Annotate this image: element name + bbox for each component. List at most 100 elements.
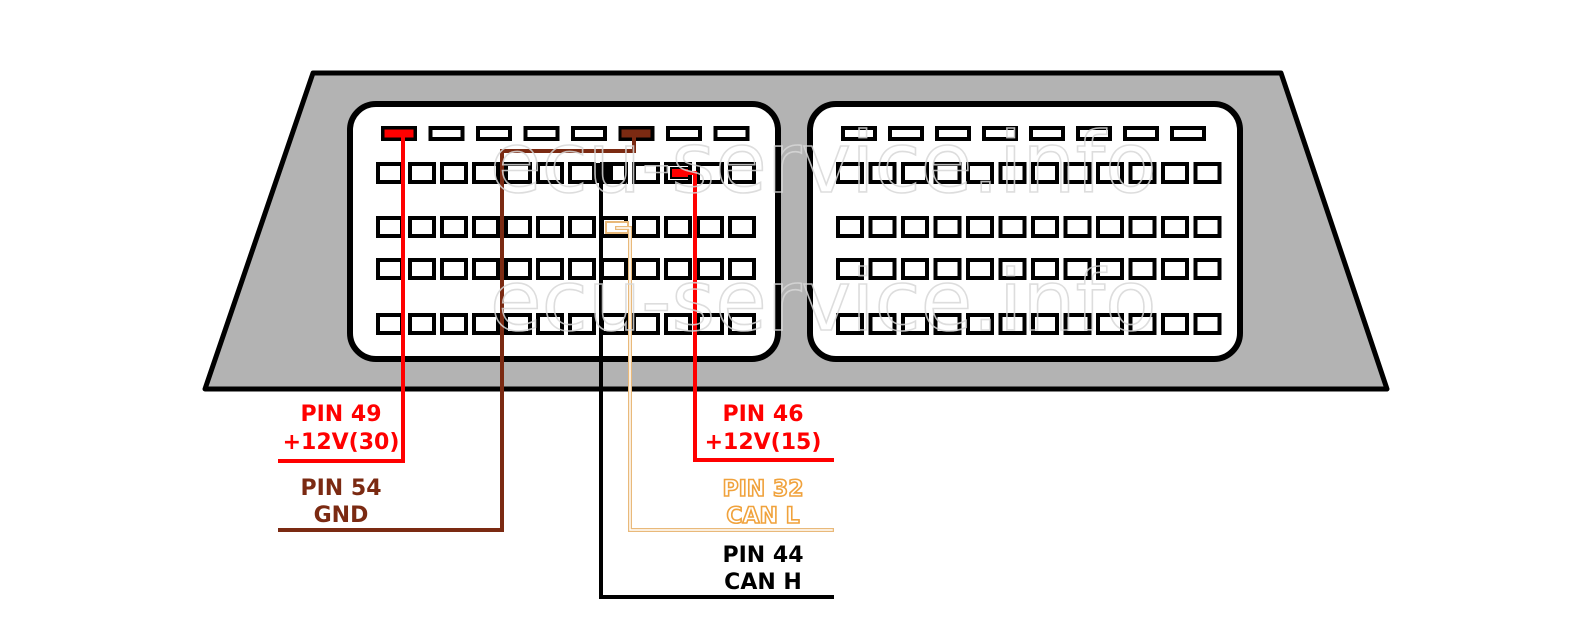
pin-cavity — [472, 313, 500, 335]
pin-54-function: GND — [314, 503, 369, 528]
pin-49-marker — [381, 126, 417, 141]
pin-cavity — [1096, 258, 1124, 280]
watermark-top: ecu-service.info — [490, 114, 1157, 212]
pin-cavity — [536, 162, 564, 184]
pin-cavity — [408, 313, 436, 335]
pin-cavity — [376, 162, 404, 184]
pin-cavity — [966, 313, 994, 335]
pin-cavity-small — [428, 126, 465, 141]
pin-cavity — [1128, 162, 1157, 184]
pin-cavity — [901, 162, 929, 184]
pin-cavity — [664, 258, 692, 280]
pin-cavity-small — [982, 126, 1018, 141]
pin-cavity — [836, 162, 864, 184]
pin-cavity — [696, 258, 724, 280]
pin-cavity-small — [476, 126, 512, 141]
pin-cavity — [1193, 313, 1222, 335]
pin-cavity — [632, 162, 660, 184]
pin-cavity-small — [1123, 126, 1159, 141]
pin-cavity — [1161, 313, 1189, 335]
pin-cavity — [1096, 216, 1124, 238]
wire-pin-32-inner — [616, 227, 833, 531]
pin-cavity — [1193, 162, 1222, 184]
pin-cavity-small — [1076, 126, 1112, 141]
pin-cavity — [933, 216, 962, 238]
pin-cavity — [998, 313, 1027, 335]
pin-cavity — [408, 258, 436, 280]
pin-54-label: PIN 54 — [301, 476, 382, 501]
pin-cavity — [728, 216, 756, 238]
pin-cavity — [868, 216, 897, 238]
pin-cavity-small — [571, 126, 607, 141]
pin-cavity — [728, 162, 756, 184]
wire-pin-44 — [599, 170, 834, 599]
pin-cavity — [1031, 216, 1059, 238]
pin-cavity — [1128, 313, 1157, 335]
pin-cavity — [440, 313, 468, 335]
pin-cavity — [664, 216, 692, 238]
pin-cavity — [901, 216, 929, 238]
pin-44-label: PIN 44 — [723, 543, 804, 568]
watermark-bottom: ecu-service.info — [490, 252, 1157, 350]
pin-cavity — [376, 216, 404, 238]
pin-cavity — [836, 216, 864, 238]
pin-cavity — [1161, 258, 1189, 280]
pin-49-function: +12V(30) — [283, 430, 400, 455]
pin-cavity — [868, 258, 897, 280]
pin-cavity — [933, 313, 962, 335]
pin-cavity — [664, 313, 692, 335]
pin-cavity — [408, 162, 436, 184]
pin-cavity — [536, 313, 564, 335]
pin-cavity — [1128, 258, 1157, 280]
pin-cavity — [998, 162, 1027, 184]
pin-cavity — [536, 258, 564, 280]
pin-cavity — [728, 313, 756, 335]
pin-cavity — [632, 258, 660, 280]
pin-cavity — [440, 216, 468, 238]
pin-32-label: PIN 32 — [723, 477, 804, 502]
pin-cavity — [1096, 162, 1124, 184]
pin-cavity — [933, 162, 962, 184]
pin-cavity — [376, 258, 404, 280]
pin-cavity — [568, 313, 596, 335]
pin-46-label: PIN 46 — [723, 402, 804, 427]
pin-cavity — [472, 258, 500, 280]
pin-cavity — [1031, 258, 1059, 280]
pin-cavity-small — [935, 126, 971, 141]
pin-cavity — [836, 258, 864, 280]
pin-cavity — [536, 216, 564, 238]
pin-cavity — [1128, 216, 1157, 238]
pin-cavity — [504, 216, 532, 238]
pin-cavity — [440, 258, 468, 280]
pin-cavity — [1193, 216, 1222, 238]
pin-cavity — [933, 258, 962, 280]
pin-cavity — [696, 162, 724, 184]
pin-cavity — [472, 162, 500, 184]
pin-cavity — [504, 313, 532, 335]
pin-cavity — [696, 313, 724, 335]
pin-cavity — [868, 162, 897, 184]
pin-cavity — [728, 258, 756, 280]
pin-cavity — [472, 216, 500, 238]
pin-cavity — [504, 258, 532, 280]
pin-cavity — [568, 162, 596, 184]
pin-cavity — [1193, 258, 1222, 280]
pin-cavity — [440, 162, 468, 184]
pin-49-label: PIN 49 — [301, 402, 382, 427]
pin-cavity — [901, 313, 929, 335]
pin-44-function: CAN H — [724, 570, 802, 595]
pin-cavity — [376, 313, 404, 335]
pin-cavity — [966, 162, 994, 184]
pin-cavity — [998, 258, 1027, 280]
pin-cavity — [966, 216, 994, 238]
pin-cavity-small — [1170, 126, 1206, 141]
wire-pin-49 — [278, 132, 405, 463]
pin-cavity — [1161, 216, 1189, 238]
pin-cavity — [901, 258, 929, 280]
pin-cavity-small — [1029, 126, 1065, 141]
pin-32-function: CAN L — [726, 504, 799, 529]
pin-cavity — [632, 313, 660, 335]
pin-cavity-small — [523, 126, 560, 141]
pin-cavity — [1063, 162, 1092, 184]
